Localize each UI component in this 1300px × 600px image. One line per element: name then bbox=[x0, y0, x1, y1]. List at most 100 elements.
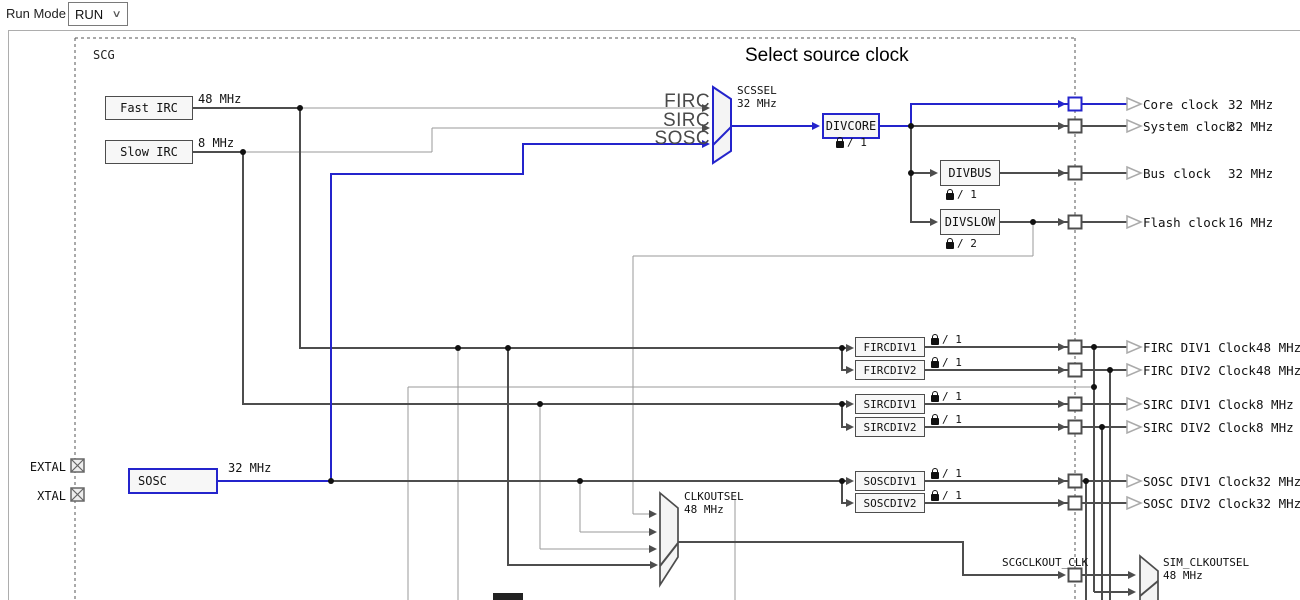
fircdiv2-ratio[interactable]: / 1 bbox=[931, 356, 962, 369]
arrowhead-icon bbox=[930, 169, 938, 177]
junction-dot bbox=[1099, 424, 1105, 430]
fircdiv2-box[interactable]: FIRCDIV2 bbox=[855, 360, 925, 380]
bus-clock-label: Bus clock bbox=[1143, 166, 1211, 181]
clock-gate-square[interactable] bbox=[1067, 495, 1083, 511]
clock-gate-square[interactable] bbox=[1067, 118, 1083, 134]
clock-gate-square[interactable] bbox=[1067, 567, 1083, 583]
clock-gate-square[interactable] bbox=[1067, 419, 1083, 435]
arrowhead-icon bbox=[1058, 218, 1066, 226]
arrowhead-icon bbox=[1128, 571, 1136, 579]
firc-div2-clock-label: FIRC DIV2 Clock bbox=[1143, 363, 1256, 378]
divcore-label: DIVCORE bbox=[825, 119, 877, 133]
pin-cross-line bbox=[70, 458, 85, 473]
fircdiv1-ratio[interactable]: / 1 bbox=[931, 333, 962, 346]
arrowhead-icon bbox=[649, 545, 657, 553]
output-arrow-icon bbox=[1126, 165, 1143, 181]
lock-icon bbox=[931, 391, 939, 402]
sosc-div1-clock-label: SOSC DIV1 Clock bbox=[1143, 474, 1256, 489]
sosc-freq: 32 MHz bbox=[228, 461, 272, 475]
core-clock-label: Core clock bbox=[1143, 97, 1219, 112]
fast-irc-label: Fast IRC bbox=[120, 101, 178, 115]
sim-clkoutsel-mux[interactable] bbox=[1139, 554, 1159, 600]
divbus-box[interactable]: DIVBUS bbox=[940, 160, 1000, 186]
sosc-div1-clock-freq: 32 MHz bbox=[1256, 474, 1300, 489]
run-mode-select[interactable]: RUN ∨ bbox=[68, 2, 128, 26]
junction-dot bbox=[1091, 384, 1097, 390]
output-arrow-icon bbox=[1126, 419, 1143, 435]
scgclkout-label: SCGCLKOUT_CLK bbox=[1002, 556, 1089, 569]
sircdiv2-ratio[interactable]: / 1 bbox=[931, 413, 962, 426]
bus-clock-freq: 32 MHz bbox=[1228, 166, 1274, 181]
output-arrow-icon bbox=[1126, 396, 1143, 412]
fircdiv1-box[interactable]: FIRCDIV1 bbox=[855, 337, 925, 357]
arrowhead-icon bbox=[812, 122, 820, 130]
junction-dot bbox=[1030, 219, 1036, 225]
sircdiv1-value: / 1 bbox=[942, 390, 962, 403]
junction-dot bbox=[839, 478, 845, 484]
arrowhead-icon bbox=[930, 218, 938, 226]
run-mode-label: Run Mode bbox=[6, 6, 66, 21]
clock-gate-square[interactable] bbox=[1067, 214, 1083, 230]
divcore-box[interactable]: DIVCORE bbox=[822, 113, 880, 139]
output-arrow-icon bbox=[1126, 96, 1143, 112]
arrowhead-icon bbox=[1058, 423, 1066, 431]
junction-dot bbox=[328, 478, 334, 484]
fast-irc-box[interactable]: Fast IRC bbox=[105, 96, 193, 120]
arrowhead-icon bbox=[846, 366, 854, 374]
junction-dot bbox=[908, 123, 914, 129]
soscdiv1-ratio[interactable]: / 1 bbox=[931, 467, 962, 480]
scssel-name: SCSSEL bbox=[737, 84, 777, 97]
arrowhead-icon bbox=[1058, 169, 1066, 177]
arrowhead-icon bbox=[702, 140, 710, 148]
clock-gate-square[interactable] bbox=[1067, 339, 1083, 355]
fast-irc-freq: 48 MHz bbox=[198, 92, 242, 106]
arrowhead-icon bbox=[1058, 343, 1066, 351]
soscdiv1-box[interactable]: SOSCDIV1 bbox=[855, 471, 925, 491]
arrowhead-icon bbox=[846, 423, 854, 431]
slow-irc-box[interactable]: Slow IRC bbox=[105, 140, 193, 164]
junction-dot bbox=[297, 105, 303, 111]
sircdiv2-label: SIRCDIV2 bbox=[863, 420, 917, 434]
divslow-box[interactable]: DIVSLOW bbox=[940, 209, 1000, 235]
sircdiv1-ratio[interactable]: / 1 bbox=[931, 390, 962, 403]
scssel-select-line bbox=[712, 126, 732, 146]
core-clock-freq: 32 MHz bbox=[1228, 97, 1274, 112]
clock-gate-square[interactable] bbox=[1067, 96, 1083, 112]
sirc-div2-clock-freq: 8 MHz bbox=[1256, 420, 1294, 435]
sircdiv2-box[interactable]: SIRCDIV2 bbox=[855, 417, 925, 437]
clkoutsel-mux[interactable] bbox=[659, 491, 679, 588]
lock-icon bbox=[931, 468, 939, 479]
soscdiv2-value: / 1 bbox=[942, 489, 962, 502]
junction-dot bbox=[577, 478, 583, 484]
junction-dot bbox=[839, 401, 845, 407]
junction-dot bbox=[1107, 367, 1113, 373]
clock-gate-square[interactable] bbox=[1067, 396, 1083, 412]
scssel-mux[interactable] bbox=[712, 85, 732, 165]
arrowhead-icon bbox=[650, 561, 658, 569]
firc-div1-clock-label: FIRC DIV1 Clock bbox=[1143, 340, 1256, 355]
sircdiv1-box[interactable]: SIRCDIV1 bbox=[855, 394, 925, 414]
system-clock-label: System clock bbox=[1143, 119, 1234, 134]
fircdiv2-value: / 1 bbox=[942, 356, 962, 369]
xtal-pin-label: XTAL bbox=[37, 489, 66, 503]
clock-gate-square[interactable] bbox=[1067, 165, 1083, 181]
soscdiv2-box[interactable]: SOSCDIV2 bbox=[855, 493, 925, 513]
divcore-ratio[interactable]: / 1 bbox=[836, 136, 867, 149]
sosc-box[interactable]: SOSC bbox=[128, 468, 218, 494]
arrowhead-icon bbox=[846, 499, 854, 507]
junction-dot bbox=[537, 401, 543, 407]
clock-gate-square[interactable] bbox=[1067, 473, 1083, 489]
fircdiv1-value: / 1 bbox=[942, 333, 962, 346]
scg-region-label: SCG bbox=[93, 48, 115, 62]
lock-icon bbox=[931, 490, 939, 501]
arrowhead-icon bbox=[702, 124, 710, 132]
divslow-ratio[interactable]: / 2 bbox=[946, 237, 977, 250]
divbus-ratio[interactable]: / 1 bbox=[946, 188, 977, 201]
soscdiv2-ratio[interactable]: / 1 bbox=[931, 489, 962, 502]
junction-dot bbox=[240, 149, 246, 155]
clock-gate-square[interactable] bbox=[1067, 362, 1083, 378]
page-title: Select source clock bbox=[745, 45, 909, 66]
